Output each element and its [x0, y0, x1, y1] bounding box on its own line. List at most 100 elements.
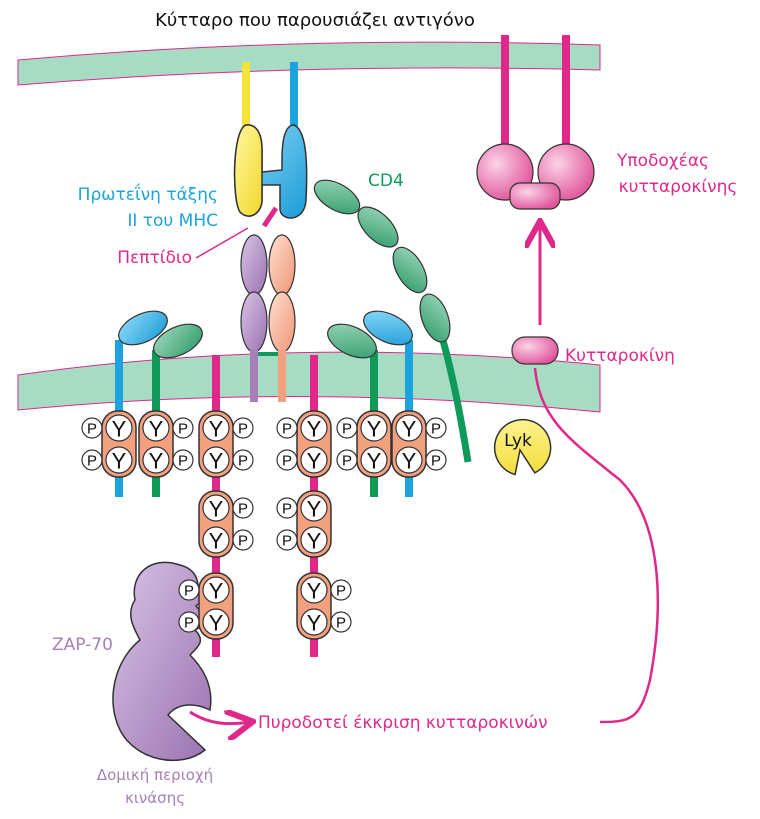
phosphate-label: P: [282, 421, 292, 438]
phosphate-label: P: [178, 453, 188, 470]
phosphate-circle: [178, 611, 200, 633]
receptor-label-2: κυτταροκίνης: [619, 177, 738, 197]
mhc-class-ii: [233, 62, 308, 402]
phosphate-circle: [330, 611, 352, 633]
phosphate-circle: [232, 529, 254, 551]
tyrosine-circle: [300, 494, 328, 522]
peptide-label: Πεπτίδιο: [117, 248, 192, 268]
phosphate-label: P: [184, 583, 194, 600]
phosphate-circle: [336, 417, 358, 439]
tyrosine-circle: [202, 414, 230, 442]
cytokine: [511, 336, 559, 365]
tyrosine-label: Y: [209, 449, 224, 474]
mhc-label-1: Πρωτεΐνη τάξης: [78, 182, 218, 205]
peptide-pointer: [195, 227, 249, 259]
zap70-label: ZAP-70: [52, 635, 113, 655]
tyrosine-label: Y: [209, 417, 224, 442]
tyrosine-label: Y: [149, 449, 164, 474]
phosphate-circle: [425, 449, 447, 471]
tyrosine-circle: [202, 526, 230, 554]
receptor-label-1: Υποδοχέας: [616, 151, 709, 171]
phosphate-label: P: [342, 421, 352, 438]
tyrosine-circle: [360, 414, 388, 442]
phosphate-circle: [232, 449, 254, 471]
tyrosine-circle: [105, 446, 133, 474]
tyrosine-label: Y: [307, 449, 322, 474]
phosphate-circle: [425, 417, 447, 439]
kinase-label-1: Δομική περιοχή: [97, 766, 213, 784]
tyrosine-label: Y: [402, 449, 417, 474]
phosphate-label: P: [238, 533, 248, 550]
tyrosine-label: Y: [209, 579, 224, 604]
secretion-path: [533, 367, 660, 724]
tyrosine-circle: [300, 446, 328, 474]
phosphate-label: P: [282, 533, 292, 550]
tyrosine-circle: [202, 446, 230, 474]
phosphate-label: P: [178, 421, 188, 438]
tyrosine-circle: [142, 414, 170, 442]
tyrosine-circle: [360, 446, 388, 474]
tyrosine-label: Y: [307, 529, 322, 554]
tyrosine-circle: [105, 414, 133, 442]
tyrosine-circle: [300, 414, 328, 442]
tyrosine-label: Y: [149, 417, 164, 442]
tyrosine-circle: [395, 446, 423, 474]
phosphate-label: P: [336, 583, 346, 600]
tyrosine-circle: [202, 494, 230, 522]
tyrosine-label: Y: [307, 611, 322, 636]
tyrosine-circle: [300, 608, 328, 636]
tyrosine-label: Y: [112, 449, 127, 474]
lyk-label: Lyk: [504, 431, 532, 451]
tyrosine-label: Y: [112, 417, 127, 442]
phosphate-circle: [330, 579, 352, 601]
trigger-arrow: [189, 712, 250, 724]
tyrosine-circle: [395, 414, 423, 442]
phosphate-label: P: [238, 421, 248, 438]
phosphate-circle: [276, 529, 298, 551]
phosphate-label: P: [184, 615, 194, 632]
phosphate-label: P: [431, 421, 441, 438]
phosphate-label: P: [282, 501, 292, 518]
phosphate-label: P: [87, 421, 97, 438]
t-cell-membrane: [17, 351, 601, 413]
cytokine-receptor: [476, 35, 595, 210]
phosphate-circle: [276, 417, 298, 439]
cd4-label: CD4: [368, 171, 404, 191]
tyrosine-circle: [202, 576, 230, 604]
tyrosine-label: Y: [307, 497, 322, 522]
cytokine-label: Κυτταροκίνη: [565, 346, 675, 366]
kinase-label-2: κινάσης: [125, 789, 185, 807]
phosphate-circle: [232, 417, 254, 439]
tyrosine-label: Y: [367, 417, 382, 442]
tyrosine-label: Y: [307, 417, 322, 442]
phosphate-label: P: [431, 453, 441, 470]
phosphate-circle: [336, 449, 358, 471]
mhc-label-2: ΙΙ του MHC: [127, 211, 218, 231]
phosphate-label: P: [238, 453, 248, 470]
phosphate-circle: [81, 417, 103, 439]
tyrosine-circle: [300, 526, 328, 554]
title: Κύτταρο που παρουσιάζει αντιγόνο: [155, 10, 475, 31]
lyk-kinase: Lyk: [493, 418, 552, 476]
phosphate-circle: [276, 497, 298, 519]
tyrosine-label: Y: [209, 497, 224, 522]
phosphate-circle: [172, 417, 194, 439]
tyrosine-circle: [202, 608, 230, 636]
phosphate-circle: [276, 449, 298, 471]
tyrosine-circle: [142, 446, 170, 474]
tyrosine-label: Y: [307, 579, 322, 604]
phosphate-circle: [81, 449, 103, 471]
phosphate-label: P: [87, 453, 97, 470]
tyrosine-label: Y: [402, 417, 417, 442]
phosphate-label: P: [282, 453, 292, 470]
tyrosine-label: Y: [209, 611, 224, 636]
phosphate-circle: [232, 497, 254, 519]
phosphate-label: P: [342, 453, 352, 470]
tyrosine-label: Y: [209, 529, 224, 554]
phosphate-label: P: [336, 615, 346, 632]
phosphate-circle: [172, 449, 194, 471]
tyrosine-label: Y: [367, 449, 382, 474]
